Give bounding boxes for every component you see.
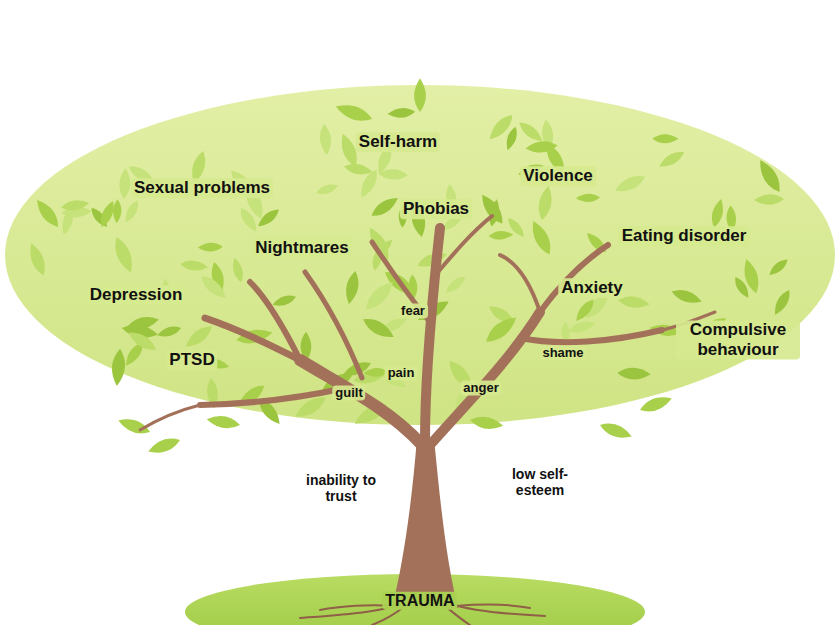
leaf-group [26, 78, 794, 457]
leaf [485, 111, 516, 143]
tree-label: guilt [332, 386, 365, 401]
leaf [230, 257, 245, 284]
leaf [119, 168, 131, 200]
leaf [598, 420, 634, 443]
leaf [271, 293, 297, 309]
tree-label: Compulsive behaviour [676, 320, 800, 359]
leaf [573, 296, 598, 323]
leaf [771, 287, 794, 317]
leaf [110, 348, 126, 386]
leaf [536, 185, 555, 222]
tree-label: Eating disorder [619, 226, 750, 246]
leaf [477, 191, 507, 227]
leaf [617, 367, 651, 380]
leaf [469, 414, 504, 431]
leaf [414, 78, 426, 112]
tree-label: Nightmares [252, 238, 352, 258]
leaf [638, 393, 674, 416]
leaf [505, 215, 527, 239]
tree-label: pain [385, 366, 418, 381]
leaf [146, 435, 182, 458]
tree-label: Phobias [400, 199, 472, 219]
leaf [197, 272, 229, 303]
tree-label: low self-esteem [499, 466, 581, 498]
leaf [180, 259, 209, 272]
leaf [60, 198, 90, 212]
leaf [767, 256, 791, 278]
tree-trunk [392, 438, 458, 608]
leaf [527, 218, 555, 257]
tree-label: TRAUMA [382, 592, 457, 610]
leaf [361, 277, 397, 314]
leaf [334, 100, 375, 125]
tree-label: Violence [520, 166, 596, 186]
leaf [755, 157, 785, 195]
leaf [516, 119, 545, 146]
leaf [740, 257, 762, 295]
tree-label: PTSD [166, 350, 217, 370]
leaf [26, 241, 49, 277]
leaf [343, 270, 361, 305]
leaf [315, 182, 340, 197]
tree-label: fear [398, 304, 428, 319]
leaf [443, 273, 468, 296]
tree-label: Sexual problems [131, 178, 273, 198]
leaf [319, 123, 333, 155]
leaf [113, 199, 122, 223]
leaf [670, 286, 704, 306]
leaf [657, 148, 687, 171]
leaf [110, 235, 137, 275]
leaf [206, 413, 241, 430]
leaf [198, 242, 223, 252]
leaf [122, 198, 142, 224]
tree-crown [5, 85, 835, 425]
leaf [488, 230, 513, 240]
leaf [126, 328, 159, 355]
leaf [126, 314, 160, 332]
leaf [32, 196, 62, 230]
tree-label: inability to trust [298, 472, 384, 504]
tree-label: anger [460, 381, 501, 396]
leaf [97, 199, 117, 229]
leaf [387, 107, 416, 119]
leaf [156, 324, 182, 340]
leaf [369, 193, 401, 220]
leaf [567, 319, 596, 336]
leaf [709, 198, 726, 229]
tree-label: Depression [87, 285, 186, 305]
leaf [576, 193, 600, 202]
leaf [182, 322, 215, 352]
tree-label: shame [539, 346, 586, 361]
leaf [360, 314, 397, 342]
tree-branches [140, 216, 715, 445]
tree-label: Anxiety [558, 278, 625, 298]
leaf [343, 161, 374, 177]
leaf [613, 172, 648, 196]
leaf [652, 134, 678, 143]
leaf [754, 194, 785, 205]
tree-label: Self-harm [356, 132, 440, 152]
